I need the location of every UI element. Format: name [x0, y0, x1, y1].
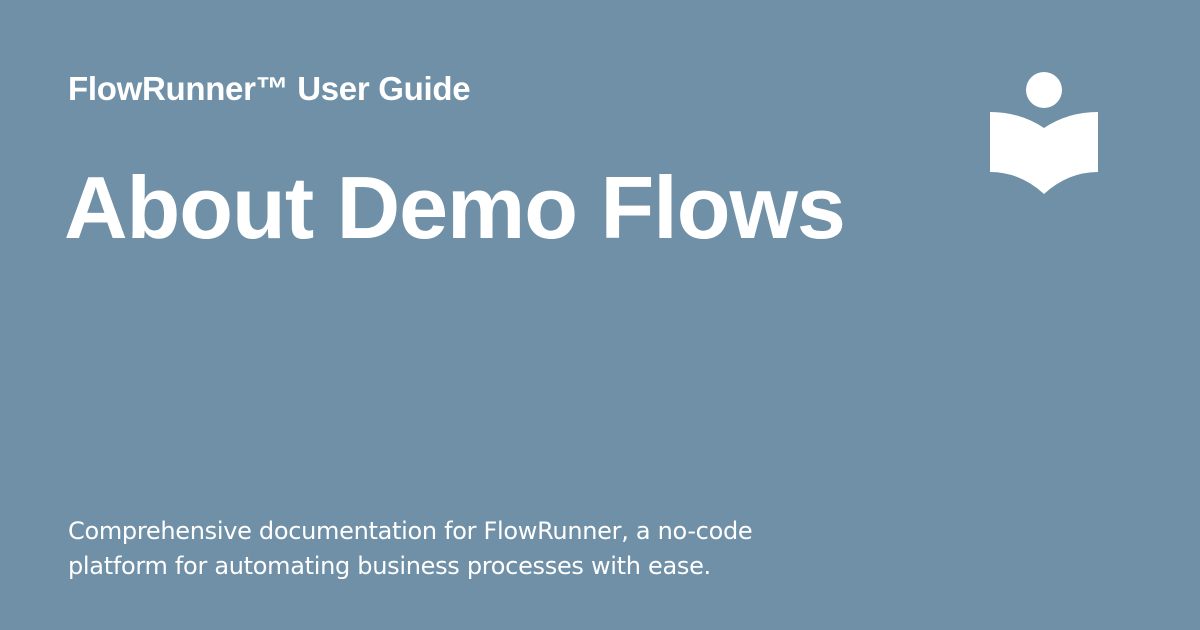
book-reader-icon	[990, 72, 1098, 196]
page-title: About Demo Flows	[64, 158, 846, 257]
page-description: Comprehensive documentation for FlowRunn…	[68, 517, 753, 580]
site-title: FlowRunner™ User Guide	[68, 70, 471, 107]
